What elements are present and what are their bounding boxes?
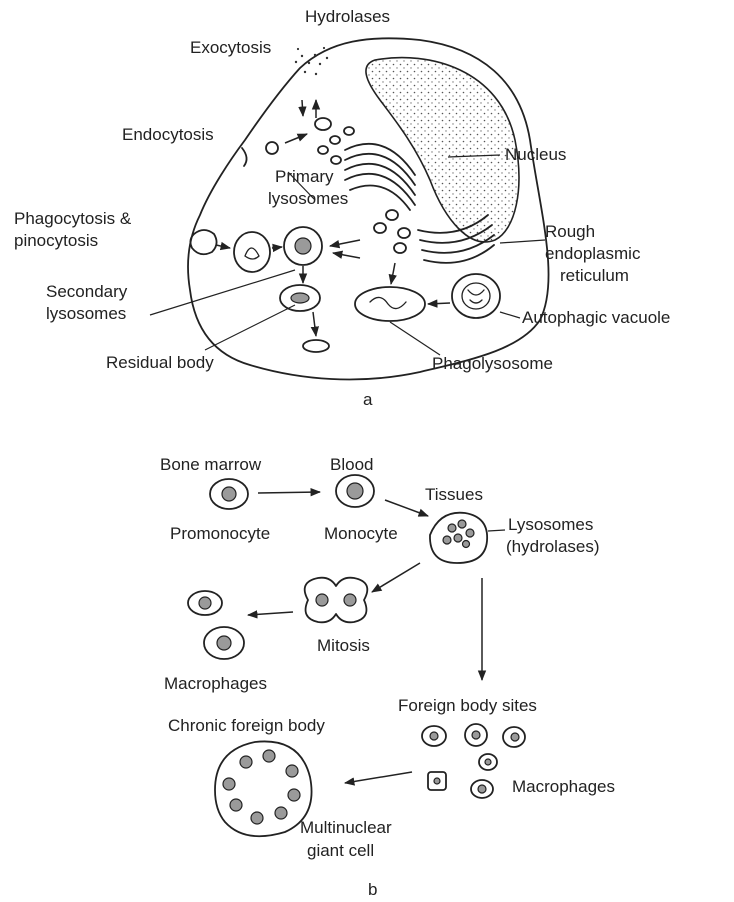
label-rough-er-3: reticulum [560, 266, 629, 285]
label-secondary-2: lysosomes [46, 304, 126, 323]
golgi-stack [345, 144, 415, 210]
label-monocyte: Monocyte [324, 524, 398, 543]
panel-a-letter: a [363, 390, 373, 409]
label-macrophages-right: Macrophages [512, 777, 615, 796]
label-autophagic-vacuole: Autophagic vacuole [522, 308, 670, 327]
endocytic-vesicle [266, 142, 278, 154]
autophagic-vacuole-shape [452, 274, 500, 318]
label-rough-er-2: endoplasmic [545, 244, 641, 263]
label-hydrolases: Hydrolases [305, 7, 390, 26]
panel-b-letter: b [368, 880, 377, 899]
label-exocytosis: Exocytosis [190, 38, 271, 57]
endocytosis-pit [242, 148, 247, 166]
label-bone-marrow: Bone marrow [160, 455, 262, 474]
macrophage-left-2 [204, 627, 244, 659]
label-rough-er-1: Rough [545, 222, 595, 241]
tissue-macrophage [430, 513, 487, 563]
label-nucleus: Nucleus [505, 145, 566, 164]
macrophage-left-1 [188, 591, 222, 615]
label-lysosomes-1: Lysosomes [508, 515, 593, 534]
panel-a: Hydrolases Exocytosis Endocytosis Nucleu… [14, 7, 670, 409]
label-foreign-body-sites: Foreign body sites [398, 696, 537, 715]
label-mitosis: Mitosis [317, 636, 370, 655]
label-phagolysosome: Phagolysosome [432, 354, 553, 373]
label-chronic-foreign-body: Chronic foreign body [168, 716, 325, 735]
label-multinuclear-2: giant cell [307, 841, 374, 860]
phagolysosome-shape [355, 287, 425, 321]
label-blood: Blood [330, 455, 373, 474]
label-secondary-1: Secondary [46, 282, 128, 301]
label-phagocytosis-1: Phagocytosis & [14, 209, 132, 228]
panel-b: Bone marrow Blood Tissues Promonocyte Mo… [160, 455, 615, 899]
label-lysosomes-2: (hydrolases) [506, 537, 600, 556]
phagosome [234, 232, 270, 272]
label-tissues: Tissues [425, 485, 483, 504]
residual-body-shape [303, 340, 329, 352]
label-multinuclear-1: Multinuclear [300, 818, 392, 837]
label-promonocyte: Promonocyte [170, 524, 270, 543]
multinuclear-giant-cell [215, 741, 312, 836]
label-residual-body: Residual body [106, 353, 214, 372]
label-primary-2: lysosomes [268, 189, 348, 208]
label-phagocytosis-2: pinocytosis [14, 231, 98, 250]
phagocytosed-particle [190, 230, 216, 254]
label-primary-1: Primary [275, 167, 334, 186]
foreign-site-macrophages [422, 724, 525, 798]
label-macrophages-left: Macrophages [164, 674, 267, 693]
label-endocytosis: Endocytosis [122, 125, 214, 144]
monocyte-cell [336, 475, 374, 507]
promonocyte-cell [210, 479, 248, 509]
mitosis-cell [305, 578, 368, 623]
